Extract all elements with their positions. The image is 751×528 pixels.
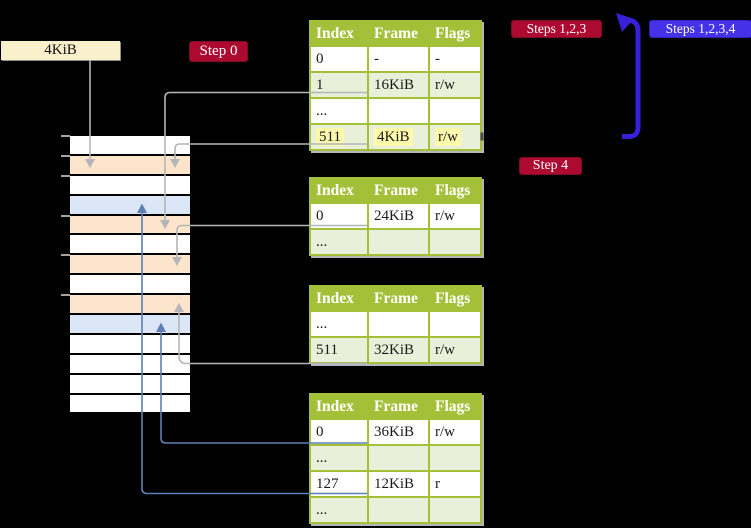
column-header: Flags	[428, 285, 482, 312]
memory-row	[70, 334, 190, 355]
memory-row	[70, 175, 190, 196]
arrowhead-up-left-icon	[616, 13, 634, 32]
column-header: Frame	[367, 285, 430, 312]
table-row: ...	[309, 228, 482, 256]
table-row: 511 32KiB r/w	[309, 336, 482, 364]
page-table-2: Index Frame Flags 0 24KiB r/w ...	[309, 177, 482, 256]
table-header-row: Index Frame Flags	[309, 285, 482, 312]
highlight: 511	[316, 127, 344, 146]
cell: -	[428, 45, 482, 73]
cell: 0	[309, 45, 369, 73]
column-header: Index	[309, 20, 369, 47]
memory-row	[70, 235, 190, 256]
table-row: ...	[309, 310, 482, 338]
cell: ...	[309, 310, 369, 338]
frame-size-label: 4KiB	[1, 41, 120, 60]
cell	[428, 444, 482, 472]
cell	[428, 310, 482, 338]
memory-row	[70, 295, 190, 316]
memory-tick	[61, 215, 70, 217]
cell: -	[367, 45, 430, 73]
memory-row	[70, 394, 190, 415]
column-header: Flags	[428, 20, 482, 47]
page-table-4: Index Frame Flags 0 36KiB r/w ... 127 12…	[309, 393, 482, 524]
cell: ...	[309, 444, 369, 472]
memory-row	[70, 155, 190, 176]
cell: 511	[309, 336, 369, 364]
column-header: Frame	[367, 393, 430, 420]
arrow-steps-loop	[622, 18, 641, 139]
table-row-highlighted: 511 4KiB r/w	[309, 123, 482, 151]
cell	[367, 228, 430, 256]
page-table-1: Index Frame Flags 0 - - 1 16KiB r/w ... …	[309, 20, 482, 151]
memory-tick	[61, 175, 70, 177]
column-header: Index	[309, 393, 369, 420]
memory-tick	[61, 155, 70, 157]
table-row: ...	[309, 496, 482, 524]
memory-row	[70, 136, 190, 156]
cell: 1	[309, 71, 369, 99]
cell	[367, 444, 430, 472]
table-row: 1 16KiB r/w	[309, 71, 482, 99]
memory-row	[70, 354, 190, 375]
cell: r/w	[428, 336, 482, 364]
cell: 36KiB	[367, 418, 430, 446]
cell	[428, 496, 482, 524]
table-row: 0 24KiB r/w	[309, 202, 482, 230]
cell: r/w	[428, 123, 482, 151]
table-row: 0 - -	[309, 45, 482, 73]
column-header: Flags	[428, 177, 482, 204]
cell: r/w	[428, 418, 482, 446]
memory-row	[70, 255, 190, 276]
cell	[428, 97, 482, 125]
step4-badge: Step 4	[519, 157, 582, 175]
cell: 12KiB	[367, 470, 430, 498]
cell: 16KiB	[367, 71, 430, 99]
cell: 4KiB	[367, 123, 430, 151]
memory-row	[70, 315, 190, 335]
cell	[367, 97, 430, 125]
memory-row	[70, 275, 190, 296]
table-row: 0 36KiB r/w	[309, 418, 482, 446]
steps123-badge: Steps 1,2,3	[511, 20, 602, 38]
column-header: Index	[309, 177, 369, 204]
cell: 127	[309, 470, 369, 498]
cell: ...	[309, 97, 369, 125]
table-row: ...	[309, 97, 482, 125]
cell: 24KiB	[367, 202, 430, 230]
column-header: Frame	[367, 177, 430, 204]
memory-tick	[61, 294, 70, 296]
page-table-3: Index Frame Flags ... 511 32KiB r/w	[309, 285, 482, 364]
cell	[367, 496, 430, 524]
memory-row	[70, 195, 190, 216]
cell: ...	[309, 496, 369, 524]
highlight: 4KiB	[374, 127, 413, 146]
table-row: 127 12KiB r	[309, 470, 482, 498]
table-header-row: Index Frame Flags	[309, 393, 482, 420]
table-header-row: Index Frame Flags	[309, 177, 482, 204]
cell	[367, 310, 430, 338]
cell: 0	[309, 202, 369, 230]
cell	[428, 228, 482, 256]
column-header: Frame	[367, 20, 430, 47]
cell: ...	[309, 228, 369, 256]
table-row: ...	[309, 444, 482, 472]
cell: 511	[309, 123, 369, 151]
memory-row	[70, 374, 190, 395]
physical-memory-stack	[70, 134, 190, 415]
cell: r/w	[428, 202, 482, 230]
table-header-row: Index Frame Flags	[309, 20, 482, 47]
column-header: Flags	[428, 393, 482, 420]
highlight: r/w	[435, 127, 461, 146]
memory-tick	[61, 135, 70, 137]
cell: 0	[309, 418, 369, 446]
cell: r/w	[428, 71, 482, 99]
steps1234-badge: Steps 1,2,3,4	[649, 20, 751, 38]
cell: r	[428, 470, 482, 498]
memory-row	[70, 215, 190, 236]
column-header: Index	[309, 285, 369, 312]
memory-tick	[61, 254, 70, 256]
cell: 32KiB	[367, 336, 430, 364]
step0-badge: Step 0	[189, 41, 248, 62]
